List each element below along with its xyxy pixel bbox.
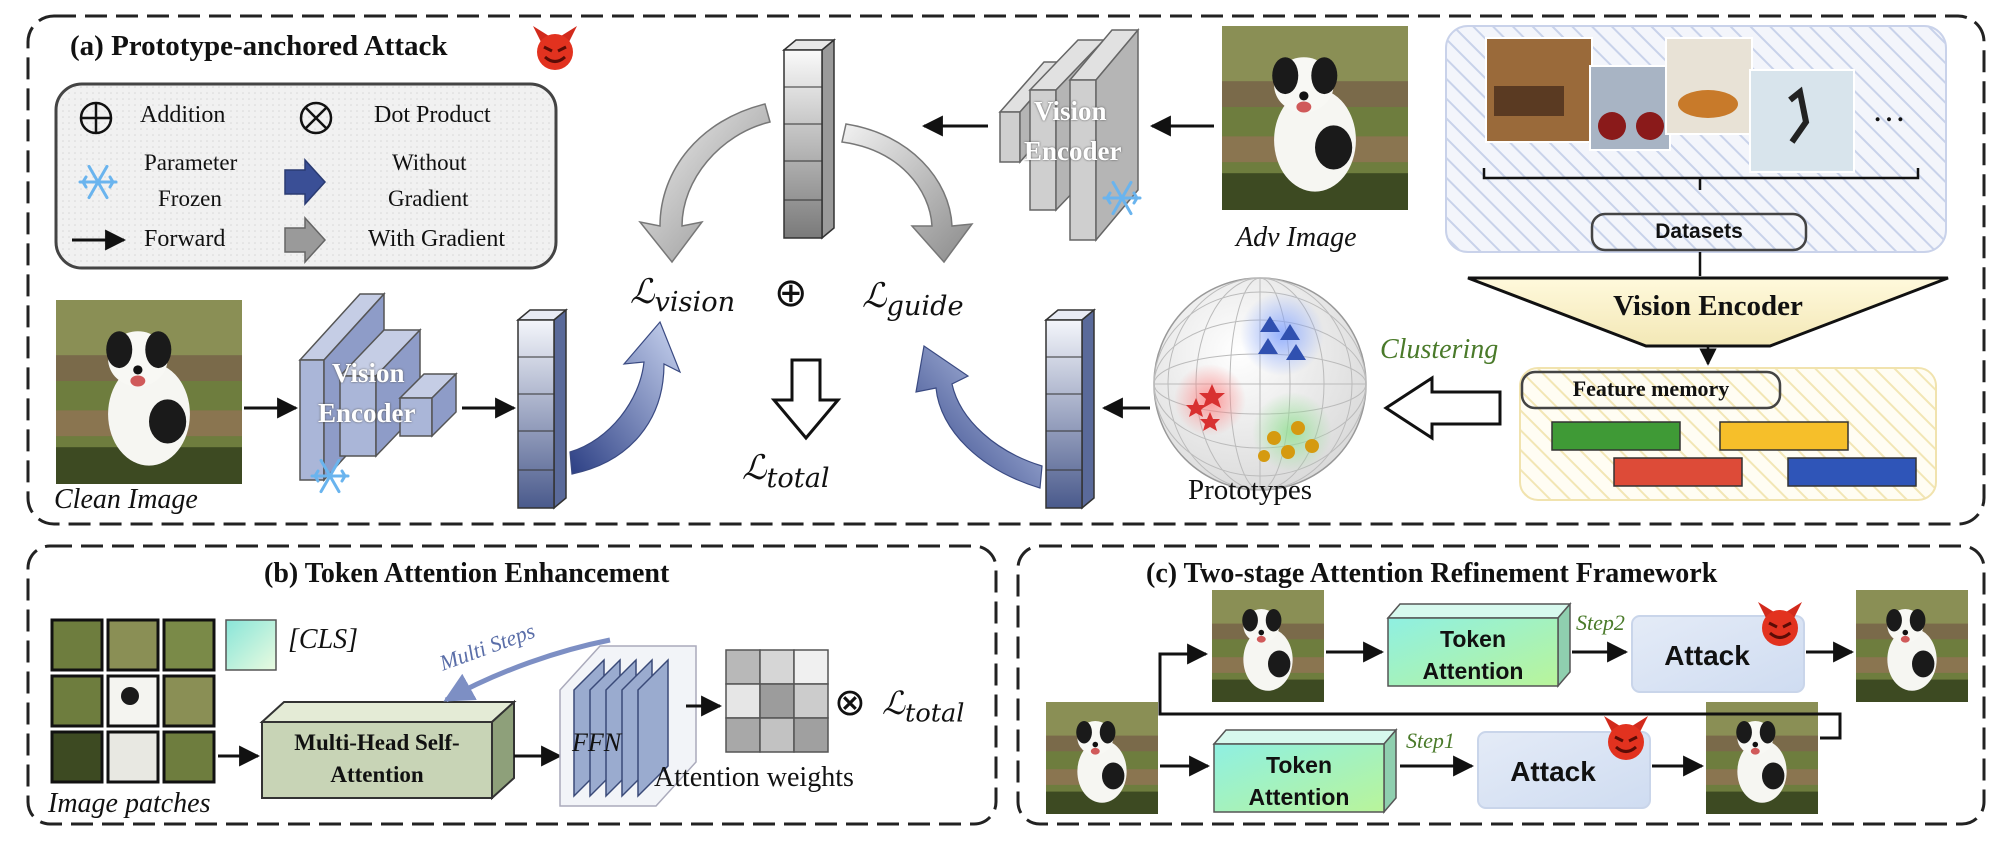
ffn-block — [559, 645, 697, 807]
adv-feature-column — [781, 38, 837, 240]
left-encoder-label-2: Encoder — [318, 398, 416, 428]
no-gradient-arrow-guide — [915, 344, 1043, 489]
adv-encoder-label-1: Vision — [1034, 96, 1107, 126]
attack-step2-box — [1631, 615, 1805, 693]
legend-gradient-label: Gradient — [388, 186, 469, 211]
panel-c-frame — [1016, 544, 1986, 826]
adv-encoder-label-2: Encoder — [1024, 136, 1122, 166]
legend-without-label: Without — [392, 150, 467, 175]
c-stage2-input-image — [1212, 590, 1324, 702]
step1-label: Step1 — [1406, 728, 1455, 753]
prototypes-label: Prototypes — [1188, 474, 1313, 506]
c-stage1-output-image — [1706, 702, 1818, 814]
clustering-label: Clustering — [1380, 334, 1499, 365]
legend-with-gradient-label: With Gradient — [368, 226, 505, 252]
attention-weights-label: Attention weights — [654, 762, 854, 793]
b-loss-total: ℒtotal — [882, 684, 965, 729]
big-vision-encoder-label: Vision Encoder — [1613, 290, 1803, 322]
c-input-image — [1046, 702, 1158, 814]
ffn-label: FFN — [572, 728, 622, 757]
step2-label: Step2 — [1576, 610, 1625, 635]
dot-product-icon — [299, 101, 333, 135]
dataset-thumbnails — [1485, 37, 1855, 173]
image-patches-label: Image patches — [48, 788, 211, 819]
stage-loop-connector — [1158, 643, 1842, 740]
prototype-feature-column — [1043, 308, 1097, 510]
loss-guide: ℒguide — [862, 276, 964, 322]
gradient-arrow-vision — [638, 103, 771, 264]
clean-feature-column — [515, 308, 569, 510]
token-attention-1-line1: Token — [1265, 752, 1333, 778]
token-attention-step1 — [1212, 727, 1398, 815]
token-attention-1-line2: Attention — [1248, 784, 1350, 810]
legend-forward-label: Forward — [144, 226, 226, 252]
prototypes-sphere — [1153, 277, 1367, 491]
adv-image — [1222, 26, 1408, 210]
legend-addition-label: Addition — [140, 102, 226, 128]
token-attention-2-line1: Token — [1439, 626, 1507, 652]
feature-memory-bar-green — [1551, 421, 1681, 451]
feature-memory-bar-red — [1613, 457, 1743, 487]
loss-total: ℒtotal — [742, 448, 830, 494]
attack-step2-label: Attack — [1664, 640, 1750, 671]
panel-c-title: (c) Two-stage Attention Refinement Frame… — [1146, 558, 1718, 589]
feature-memory-pill — [1520, 370, 1782, 410]
cls-token — [225, 619, 277, 671]
feature-memory-label: Feature memory — [1572, 376, 1730, 401]
attack-step1-label: Attack — [1510, 756, 1596, 787]
addition-icon — [79, 101, 113, 135]
adv-image-label: Adv Image — [1236, 222, 1357, 253]
total-loss-arrow — [770, 358, 842, 441]
attention-weights-grid — [725, 649, 829, 753]
left-encoder-label-1: Vision — [332, 358, 405, 388]
vision-encoder-adv — [998, 27, 1140, 243]
multi-steps-arrow — [443, 637, 611, 703]
token-attention-2-line2: Attention — [1422, 658, 1524, 684]
dot-product-symbol: ⊗ — [834, 680, 866, 724]
attacker-devil-icon — [531, 24, 579, 72]
legend-parameter-label: Parameter — [144, 150, 238, 175]
mhsa-label-1: Multi-Head Self- — [294, 730, 460, 755]
feature-memory-bar-blue — [1787, 457, 1917, 487]
panel-a-frame — [26, 14, 1986, 526]
loss-vision: ℒvision — [630, 272, 736, 318]
panel-b-title: (b) Token Attention Enhancement — [264, 558, 670, 589]
image-patches-grid — [50, 618, 216, 784]
c-final-output-image — [1856, 590, 1968, 702]
gradient-arrow-guide — [841, 123, 974, 264]
datasets-ellipsis: … — [1872, 92, 1906, 129]
clean-image-label: Clean Image — [54, 484, 198, 515]
multi-head-self-attention-block — [259, 699, 517, 801]
datasets-pill — [1590, 212, 1808, 252]
mhsa-label-2: Attention — [330, 762, 424, 787]
clean-image — [56, 300, 242, 484]
without-gradient-arrow-icon — [284, 158, 327, 206]
dataset-vision-encoder — [1467, 276, 1949, 348]
panel-b-frame — [26, 544, 998, 826]
attack-step1-box — [1477, 731, 1651, 809]
datasets-label: Datasets — [1655, 220, 1743, 243]
with-gradient-arrow-icon — [284, 216, 327, 264]
panel-a-title: (a) Prototype-anchored Attack — [70, 30, 448, 62]
cls-label: [CLS] — [288, 624, 359, 655]
clustering-arrow — [1383, 375, 1502, 441]
loss-addition-symbol: ⊕ — [774, 270, 808, 316]
no-gradient-arrow-vision — [569, 320, 682, 475]
feature-memory-bar-yellow — [1719, 421, 1849, 451]
token-attention-step2 — [1386, 601, 1572, 689]
legend-dot-product-label: Dot Product — [374, 102, 491, 128]
legend-frozen-label: Frozen — [158, 186, 222, 211]
vision-encoder-left — [298, 292, 458, 482]
